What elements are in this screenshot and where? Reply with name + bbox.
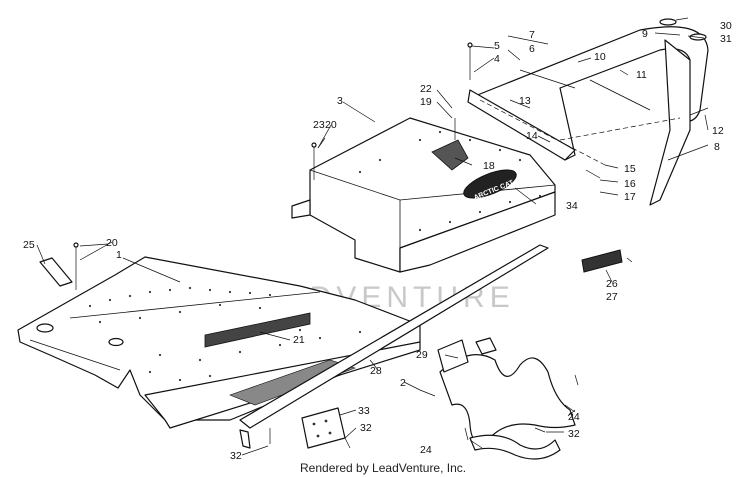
callout-12: 12 [712, 125, 724, 137]
callout-28: 28 [370, 365, 382, 377]
callout-34: 34 [566, 200, 578, 212]
callout-6: 6 [529, 43, 535, 55]
callout-25: 25 [23, 239, 35, 251]
callout-8: 8 [714, 141, 720, 153]
callout-14: 14 [526, 130, 538, 142]
clip [475, 337, 497, 355]
callout-3: 3 [337, 95, 343, 107]
rear-tunnel-part: ARCTIC CAT [291, 117, 556, 273]
hitch-plate-2 [439, 354, 576, 444]
fasteners [73, 42, 709, 449]
callout-31: 31 [720, 33, 732, 45]
callout-22: 22 [420, 83, 432, 95]
hitch-bar [469, 434, 561, 460]
callout-30: 30 [720, 20, 732, 32]
callout-18: 18 [483, 160, 495, 172]
caption: Rendered by LeadVenture, Inc. [300, 461, 466, 475]
cap-30 [659, 18, 677, 26]
callout-21: 21 [293, 334, 305, 346]
callout-20b: 20 [325, 119, 337, 131]
callout-32b: 32 [360, 422, 372, 434]
callout-10: 10 [594, 51, 606, 63]
reflector-26 [581, 249, 623, 273]
callout-16: 16 [624, 178, 636, 190]
part-18 [431, 139, 469, 171]
callout-27: 27 [606, 291, 618, 303]
callout-13: 13 [519, 95, 531, 107]
callout-20a: 20 [106, 237, 118, 249]
callout-23: 23 [313, 119, 325, 131]
callout-1: 1 [116, 249, 122, 261]
grab-bar-part [467, 18, 709, 206]
callout-5: 5 [494, 40, 500, 52]
callout-17: 17 [624, 191, 636, 203]
callout-26: 26 [606, 278, 618, 290]
plate-29 [437, 339, 469, 373]
grille-21 [204, 312, 311, 348]
callout-4: 4 [494, 53, 500, 65]
rail-end [239, 429, 251, 449]
leader-lines [36, 17, 709, 456]
callout-2: 2 [400, 377, 406, 389]
rail-28 [239, 244, 549, 429]
plate-33 [301, 407, 346, 449]
callout-24a: 24 [568, 411, 580, 423]
callout-29: 29 [416, 349, 428, 361]
callouts: 1 2 3 4 5 6 7 8 9 10 11 12 13 14 15 16 1… [23, 20, 732, 462]
callout-15: 15 [624, 163, 636, 175]
callout-24b: 24 [420, 444, 432, 456]
callout-7: 7 [529, 29, 535, 41]
callout-19: 19 [420, 96, 432, 108]
callout-33: 33 [358, 405, 370, 417]
callout-9: 9 [642, 28, 648, 40]
callout-32c: 32 [568, 428, 580, 440]
callout-32a: 32 [230, 450, 242, 462]
bracket-25 [39, 257, 73, 287]
callout-11: 11 [636, 69, 647, 81]
